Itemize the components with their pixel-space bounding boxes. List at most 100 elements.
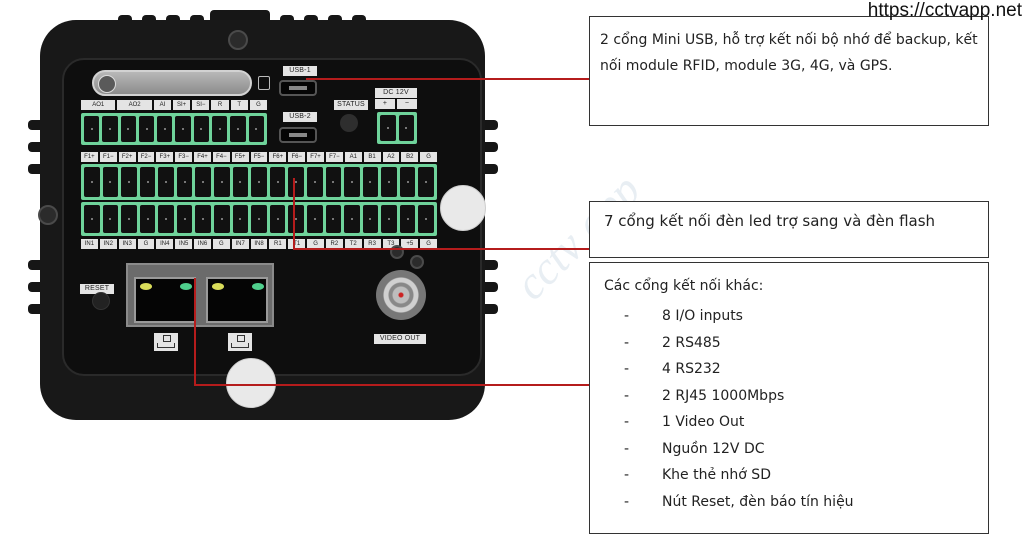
flash-callout-text: 7 cổng kết nối đèn led trợ sang và đèn f… — [604, 212, 936, 230]
network-icon — [154, 333, 178, 351]
terminal-pin — [230, 116, 246, 142]
usb2-port[interactable] — [279, 127, 317, 143]
list-item-text: Nút Reset, đèn báo tín hiệu — [662, 493, 854, 510]
heatsink-fin — [478, 260, 498, 270]
usb1-label: USB-1 — [283, 66, 317, 76]
terminal-pin — [158, 205, 174, 233]
source-url[interactable]: https://cctvapp.net — [867, 0, 1022, 21]
terminal-label: AO1 — [81, 100, 116, 110]
terminal-pin — [248, 116, 264, 142]
terminal-label: A1 — [344, 152, 362, 162]
other-leader-line — [194, 384, 589, 386]
terminal-pin — [212, 116, 228, 142]
terminal-label: G — [420, 152, 438, 162]
activity-led-icon — [180, 283, 192, 290]
list-item: -8 I/O inputs — [604, 303, 974, 330]
terminal-label: F1+ — [81, 152, 98, 162]
terminal-label: IN3 — [118, 239, 136, 249]
bullet-dash: - — [624, 493, 630, 510]
usb-leader-line — [306, 78, 589, 80]
middle-terminal-labels: F1+F1−F2+F2−F3+F3−F4+F4−F5+F5−F6+F6−F7+F… — [81, 152, 438, 162]
list-item-text: Nguồn 12V DC — [662, 440, 765, 457]
terminal-pin — [158, 167, 174, 197]
terminal-label: IN5 — [175, 239, 193, 249]
terminal-label: IN1 — [81, 239, 98, 249]
bullet-dash: - — [624, 414, 630, 430]
bnc-video-out-port[interactable] — [376, 270, 426, 320]
terminal-label: F3− — [175, 152, 193, 162]
warranty-sticker — [440, 185, 486, 231]
screw-icon — [38, 205, 58, 225]
flash-terminal-block[interactable] — [81, 164, 437, 200]
terminal-pin — [176, 205, 193, 233]
terminal-pin — [193, 116, 210, 142]
status-label: STATUS — [334, 100, 368, 110]
terminal-label: T1 — [288, 239, 306, 249]
terminal-pin — [120, 116, 136, 142]
terminal-label: G — [137, 239, 155, 249]
warranty-sticker — [226, 358, 276, 408]
terminal-pin — [325, 205, 342, 233]
io-terminal-block[interactable] — [81, 202, 437, 236]
terminal-pin — [232, 205, 249, 233]
reset-button[interactable] — [92, 292, 110, 310]
list-item-text: 1 Video Out — [662, 414, 745, 430]
terminal-pin — [306, 205, 323, 233]
list-item: - Nút Reset, đèn báo tín hiệu — [604, 489, 974, 516]
terminal-pin — [381, 167, 397, 197]
terminal-pin — [139, 167, 156, 197]
terminal-pin — [251, 205, 267, 233]
rj45-port-2[interactable] — [206, 277, 268, 323]
screw-icon — [228, 30, 248, 50]
terminal-pin — [381, 205, 397, 233]
terminal-label: F3+ — [156, 152, 174, 162]
terminal-pin — [175, 116, 191, 142]
flash-leader-line-vertical — [293, 178, 295, 250]
terminal-pin — [288, 167, 304, 197]
terminal-label: IN6 — [194, 239, 211, 249]
other-leader-line-vertical — [194, 278, 196, 386]
rj45-port-1[interactable] — [134, 277, 196, 323]
terminal-pin — [139, 205, 156, 233]
terminal-label: F1− — [99, 152, 117, 162]
sd-lock-icon — [98, 75, 116, 93]
terminal-label: G — [307, 239, 324, 249]
other-ports-list: -8 I/O inputs -2 RS485 -4 RS232 -2 RJ45 … — [604, 303, 974, 515]
terminal-pin — [232, 167, 249, 197]
status-led-icon — [340, 114, 358, 132]
heatsink-fin — [478, 142, 498, 152]
activity-led-icon — [252, 283, 264, 290]
usb1-port[interactable] — [279, 80, 317, 96]
terminal-label: F2− — [137, 152, 155, 162]
terminal-pin — [138, 116, 155, 142]
dc-label: DC 12V — [375, 88, 417, 98]
terminal-label: A2 — [382, 152, 400, 162]
usb2-label: USB-2 — [283, 112, 317, 122]
list-item: -Khe thẻ nhớ SD — [604, 462, 974, 489]
link-led-icon — [212, 283, 224, 290]
dc-plus-label: + — [375, 99, 395, 109]
link-led-icon — [140, 283, 152, 290]
list-item-text: 2 RS485 — [662, 334, 721, 351]
list-item: -2 RS485 — [604, 330, 974, 357]
terminal-pin — [102, 167, 119, 197]
terminal-label: +5 — [401, 239, 419, 249]
terminal-pin — [399, 205, 416, 233]
heatsink-fin — [478, 282, 498, 292]
terminal-label: F6− — [288, 152, 306, 162]
network-icon — [228, 333, 252, 351]
terminal-pin — [362, 205, 379, 233]
sd-card-slot[interactable] — [92, 70, 252, 96]
rj45-port-frame — [126, 263, 274, 327]
terminal-label: R2 — [325, 239, 343, 249]
terminal-pin — [269, 167, 286, 197]
dc-power-terminal[interactable] — [377, 112, 417, 144]
list-item-text: 2 RJ45 1000Mbps — [662, 387, 785, 404]
top-terminal-block[interactable] — [81, 113, 267, 145]
other-ports-callout: Các cổng kết nối khác: -8 I/O inputs -2 … — [589, 262, 989, 534]
terminal-pin — [362, 167, 379, 197]
terminal-label: T — [230, 100, 248, 110]
top-terminal-labels: AO1 AO2 AI SI+ SI− R T G — [81, 100, 268, 110]
list-item: -Nguồn 12V DC — [604, 436, 974, 463]
